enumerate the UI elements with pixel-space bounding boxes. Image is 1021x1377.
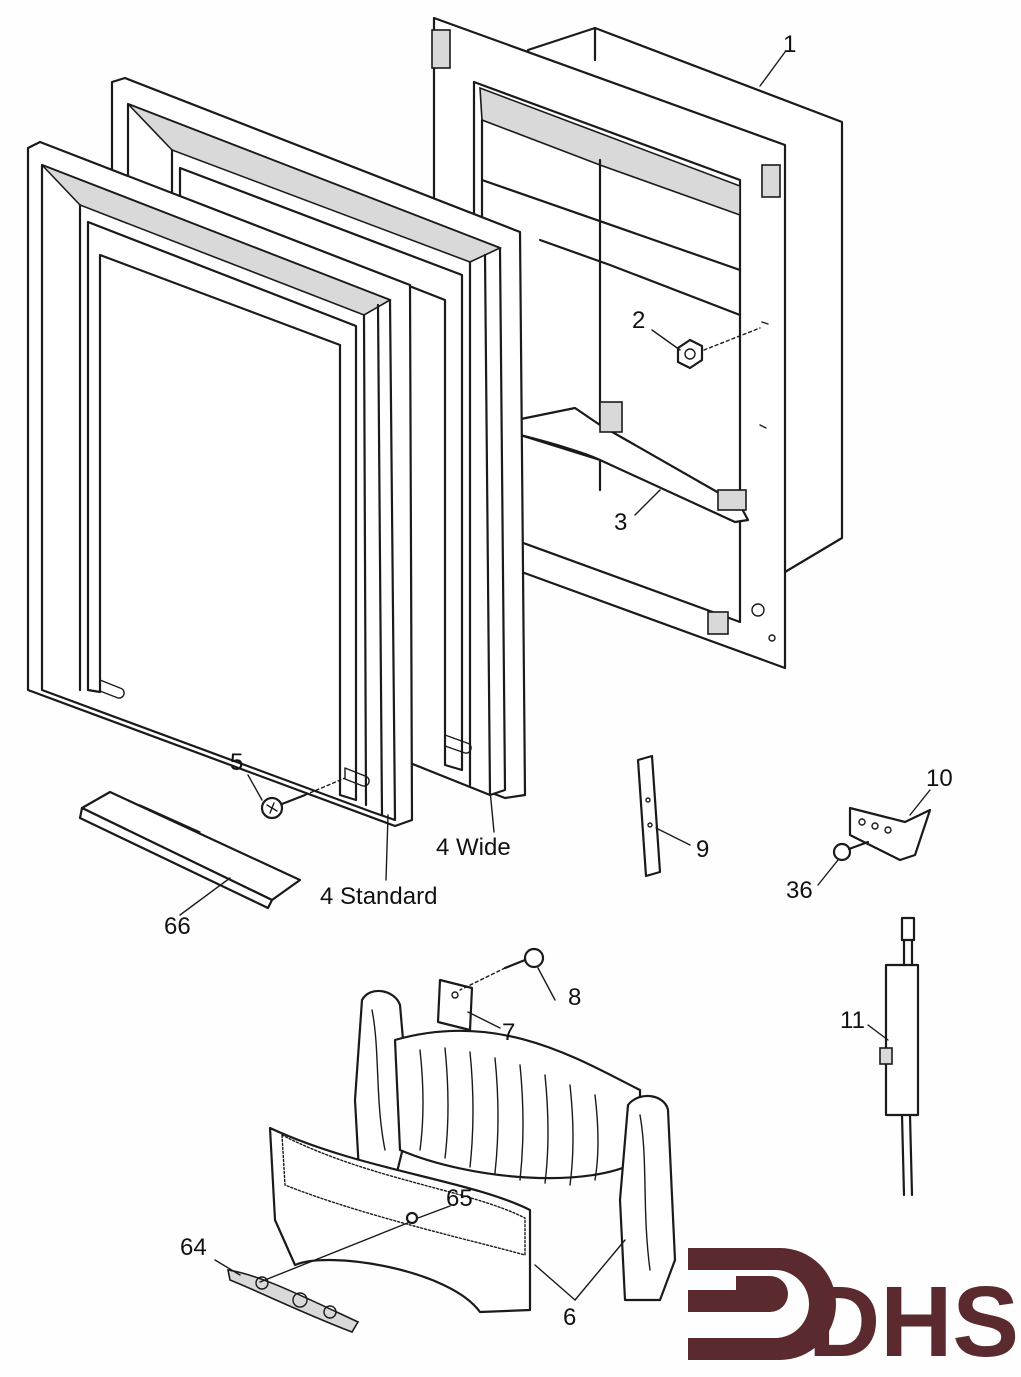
- label-part-66: 66: [164, 913, 191, 940]
- dhs-logo: DHS: [688, 1248, 1019, 1377]
- leader-lines: [179, 51, 931, 1301]
- part-11-rod: [879, 916, 920, 1197]
- label-part-65: 65: [446, 1185, 473, 1212]
- part-5-screw: [260, 777, 346, 820]
- part-8-screw: [459, 947, 545, 991]
- part-36-screw: [832, 840, 870, 862]
- part-3-rail: [514, 401, 750, 524]
- part-6-grate: [268, 989, 677, 1314]
- label-part-3: 3: [614, 509, 627, 536]
- part-64-ornament: [226, 1269, 360, 1333]
- label-part-36: 36: [786, 877, 813, 904]
- dhs-logo-arrow: [688, 1276, 788, 1312]
- part-7-plate: [436, 978, 474, 1032]
- label-part-1: 1: [783, 31, 796, 58]
- label-part-9: 9: [696, 836, 709, 863]
- part-2-nut: [676, 327, 761, 370]
- part-9-strip: [636, 754, 662, 878]
- label-part-4-wide: 4 Wide: [436, 834, 511, 861]
- label-part-10: 10: [926, 765, 953, 792]
- part-65-clip: [405, 1211, 419, 1225]
- label-part-11: 11: [840, 1007, 865, 1034]
- label-part-64: 64: [180, 1234, 207, 1261]
- label-part-5: 5: [230, 749, 243, 776]
- part-10-clip: [848, 806, 932, 862]
- label-part-2: 2: [632, 307, 645, 334]
- dhs-logo-text: DHS: [808, 1266, 1019, 1377]
- part-4-standard-surround: [26, 140, 414, 828]
- label-part-8: 8: [568, 984, 581, 1011]
- label-part-4-standard: 4 Standard: [320, 883, 437, 910]
- label-part-6: 6: [563, 1304, 576, 1331]
- label-part-7: 7: [502, 1019, 515, 1046]
